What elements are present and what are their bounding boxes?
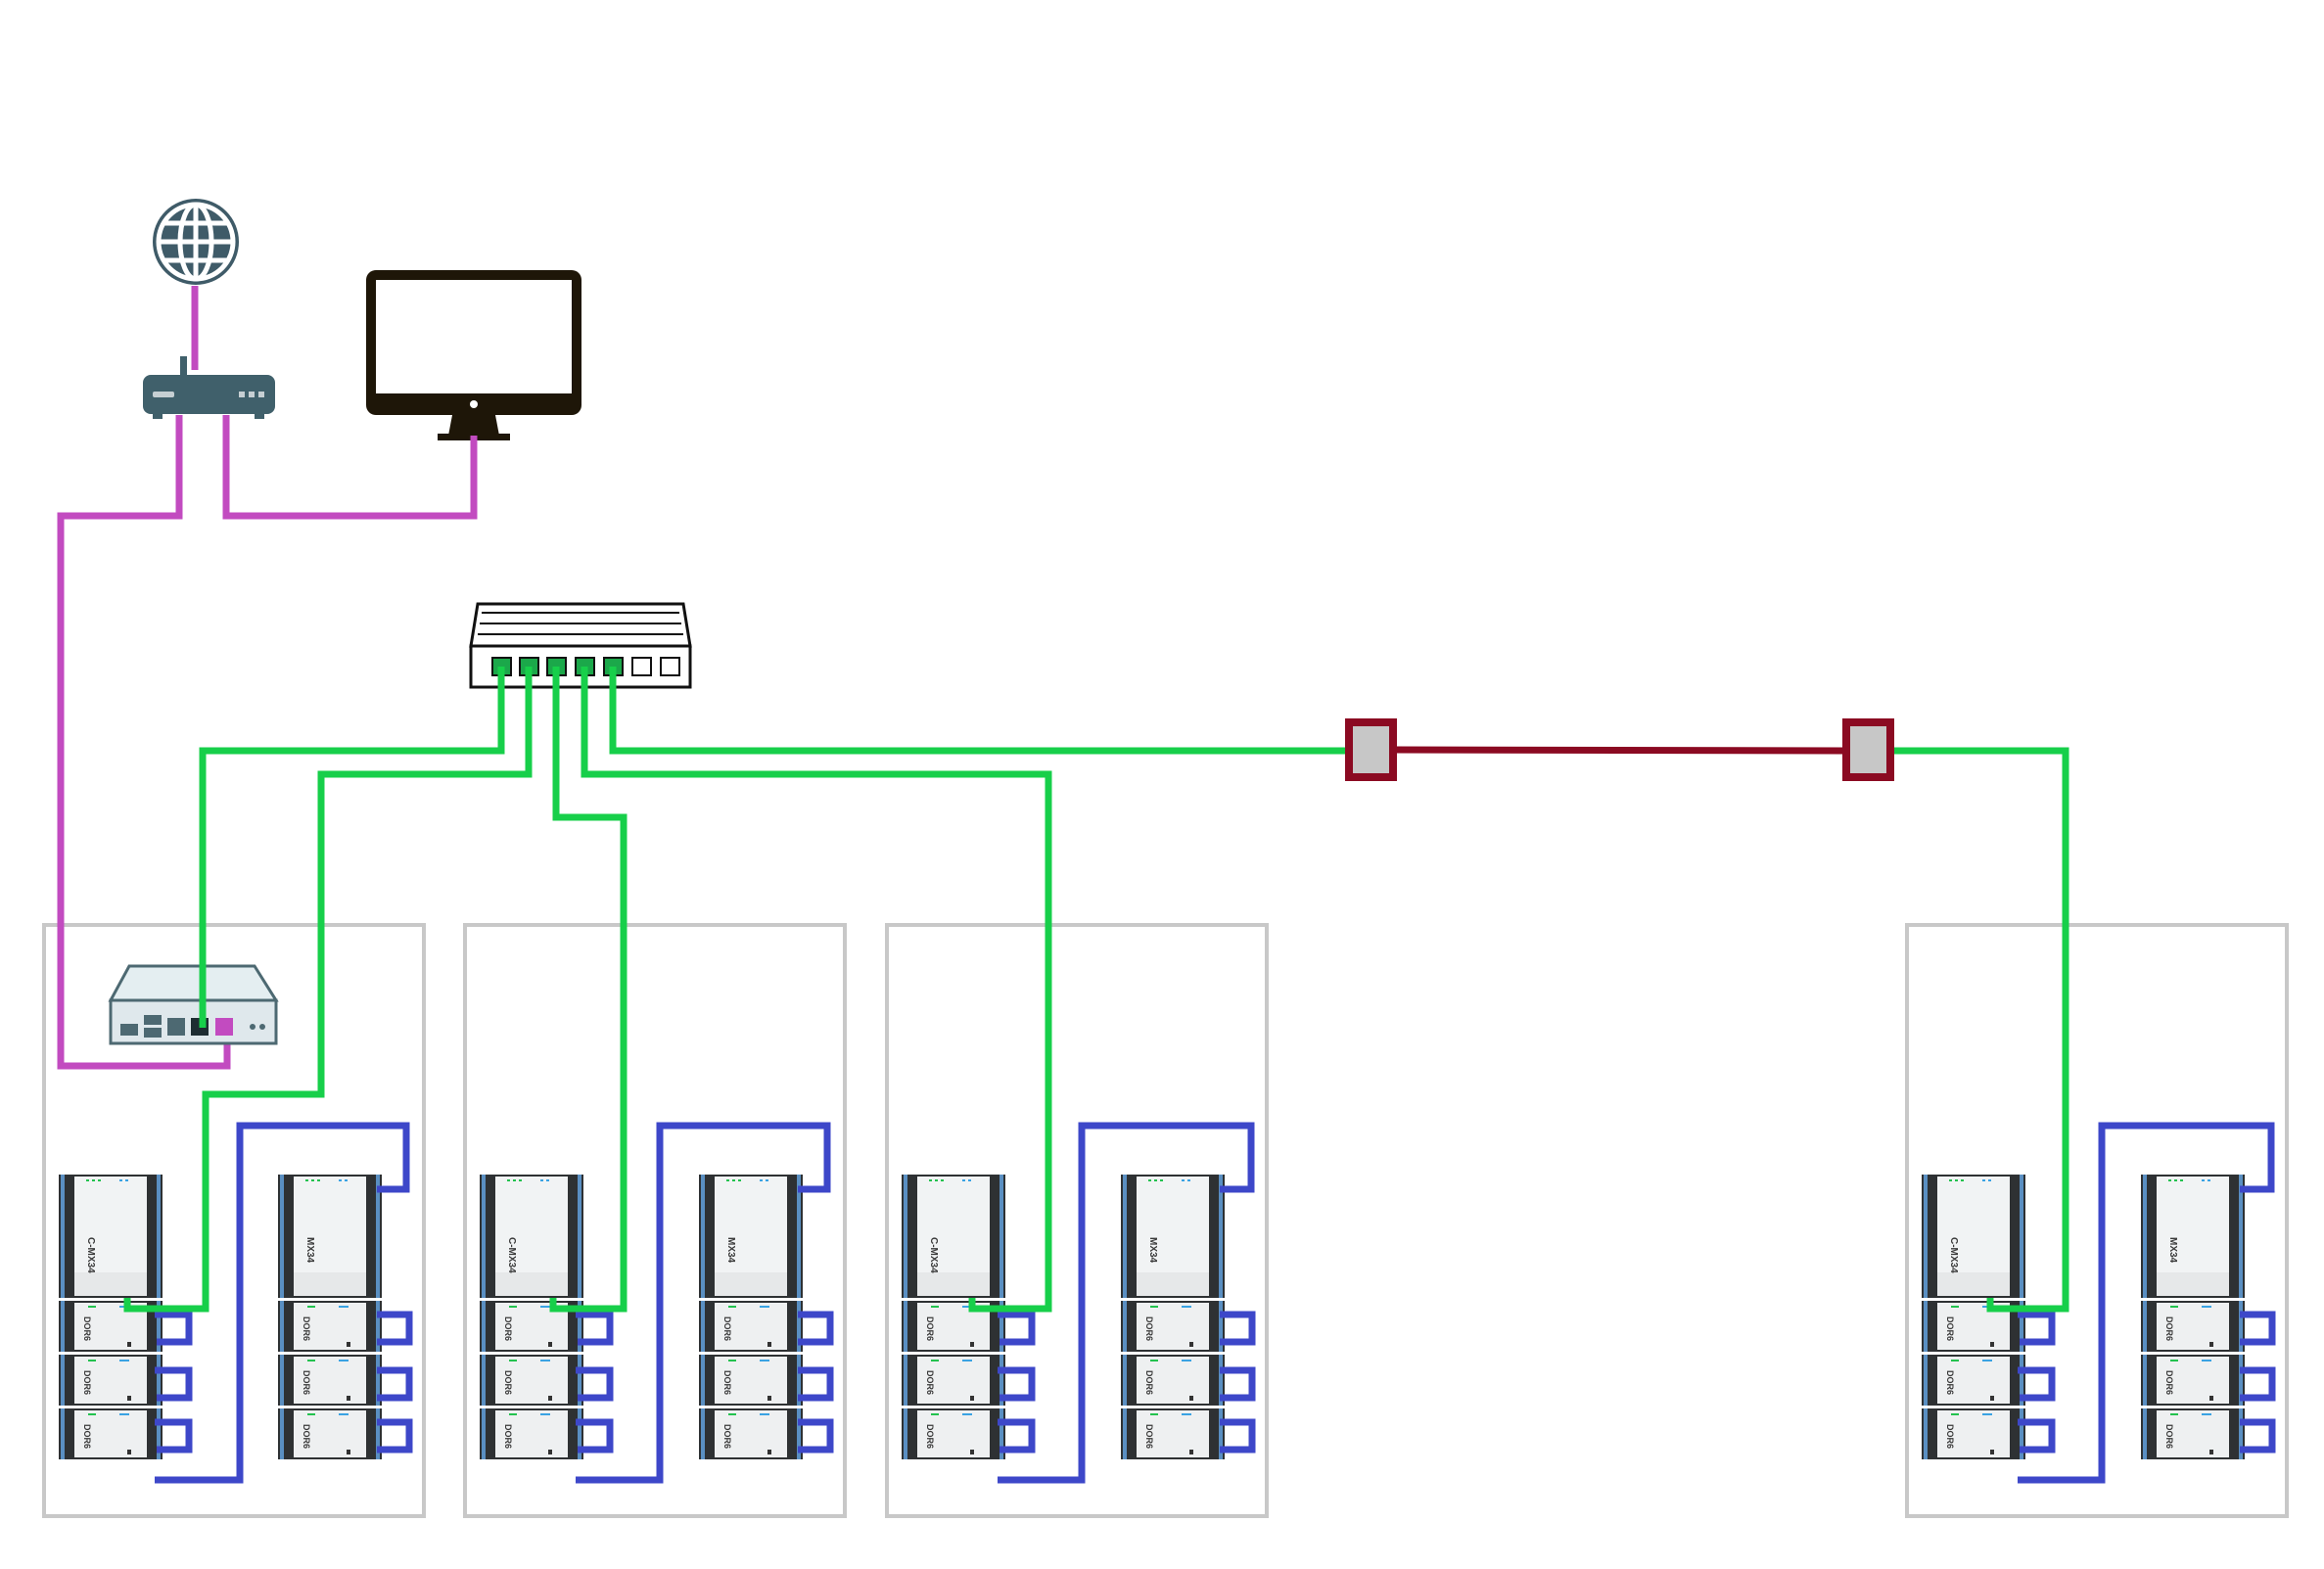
controller-module: C-MX34 [1922,1175,2025,1298]
router-monitor-link [222,415,478,520]
module-label: C-MX34 [506,1237,517,1273]
door-module: DOR6 [902,1355,1005,1406]
bridge-cabinet4-link [1889,747,2069,1313]
internet-links [57,286,478,1070]
module-label: DOR6 [722,1370,732,1395]
module-label: DOR6 [503,1370,513,1395]
switch-bridge-link [609,667,1349,755]
module-label: DOR6 [82,1370,92,1395]
switch-port-7 [660,657,680,676]
module-label: DOR6 [82,1316,92,1341]
bridge-node-icon [1842,718,1894,781]
module-label: DOR6 [1144,1316,1154,1341]
module-label: DOR6 [1945,1424,1955,1449]
switch-cabinet3-link [581,667,1052,1313]
module-label: DOR6 [1144,1424,1154,1449]
door-module: DOR6 [2141,1408,2245,1459]
door-module: DOR6 [1922,1408,2025,1459]
router-controller-link [57,415,231,1070]
switch-controller-link [199,667,505,1028]
door-module: DOR6 [59,1408,163,1459]
door-module: DOR6 [480,1408,583,1459]
door-module: DOR6 [902,1301,1005,1352]
module-label: DOR6 [302,1424,311,1449]
expander-module: MX34 [699,1175,803,1298]
cabinets [42,923,2289,1518]
door-module: DOR6 [278,1408,382,1459]
module-label: DOR6 [722,1424,732,1449]
module-label: DOR6 [925,1316,935,1341]
module-label: DOR6 [2164,1424,2174,1449]
door-module: DOR6 [278,1301,382,1352]
module-label: DOR6 [2164,1370,2174,1395]
bridge-link [1394,746,1844,755]
door-module: DOR6 [2141,1301,2245,1352]
door-module: DOR6 [278,1355,382,1406]
controller-module: C-MX34 [902,1175,1005,1298]
controller-module: C-MX34 [480,1175,583,1298]
door-module: DOR6 [1121,1301,1225,1352]
lan-links [123,667,2069,1313]
door-module: DOR6 [2141,1355,2245,1406]
module-label: C-MX34 [928,1237,939,1273]
door-module: DOR6 [1121,1355,1225,1406]
module-label: DOR6 [2164,1316,2174,1341]
controller-wan-port [215,1018,233,1036]
door-module: DOR6 [699,1408,803,1459]
module-label: C-MX34 [85,1237,96,1273]
module-label: DOR6 [503,1316,513,1341]
controller-module: C-MX34 [59,1175,163,1298]
expander-module: MX34 [278,1175,382,1298]
router-icon [143,356,275,419]
monitor-icon [366,270,581,440]
module-label: MX34 [304,1237,315,1264]
module-label: MX34 [2167,1237,2178,1264]
module-label: DOR6 [1144,1370,1154,1395]
module-label: DOR6 [1945,1370,1955,1395]
door-module: DOR6 [480,1355,583,1406]
module-label: MX34 [725,1237,736,1264]
module-label: DOR6 [925,1424,935,1449]
rack-modules: C-MX34DOR6DOR6DOR6MX34DOR6DOR6DOR6C-MX34… [59,1175,2245,1459]
door-module: DOR6 [1922,1355,2025,1406]
door-module: DOR6 [1121,1408,1225,1459]
module-label: DOR6 [82,1424,92,1449]
switch-port-6 [631,657,652,676]
bus-links [155,1122,2276,1484]
module-label: DOR6 [925,1370,935,1395]
bridge-node-icon [1345,718,1397,781]
door-module: DOR6 [699,1355,803,1406]
expander-module: MX34 [1121,1175,1225,1298]
module-label: DOR6 [503,1424,513,1449]
module-label: DOR6 [302,1370,311,1395]
cabinet-1 [42,923,426,1518]
switch-cabinet2-link [549,667,627,1313]
module-label: C-MX34 [1948,1237,1959,1273]
door-module: DOR6 [699,1301,803,1352]
controller-box-icon [108,964,279,1045]
expander-module: MX34 [2141,1175,2245,1298]
module-label: MX34 [1147,1237,1158,1264]
module-label: DOR6 [1945,1316,1955,1341]
door-module: DOR6 [59,1355,163,1406]
globe-icon [153,199,239,285]
module-label: DOR6 [722,1316,732,1341]
network-switch-icon [469,602,692,689]
cabinet-4 [1905,923,2289,1518]
cabinet-2 [463,923,847,1518]
switch-cabinet1-link [123,667,533,1313]
door-module: DOR6 [902,1408,1005,1459]
module-label: DOR6 [302,1316,311,1341]
cabinet-3 [885,923,1269,1518]
